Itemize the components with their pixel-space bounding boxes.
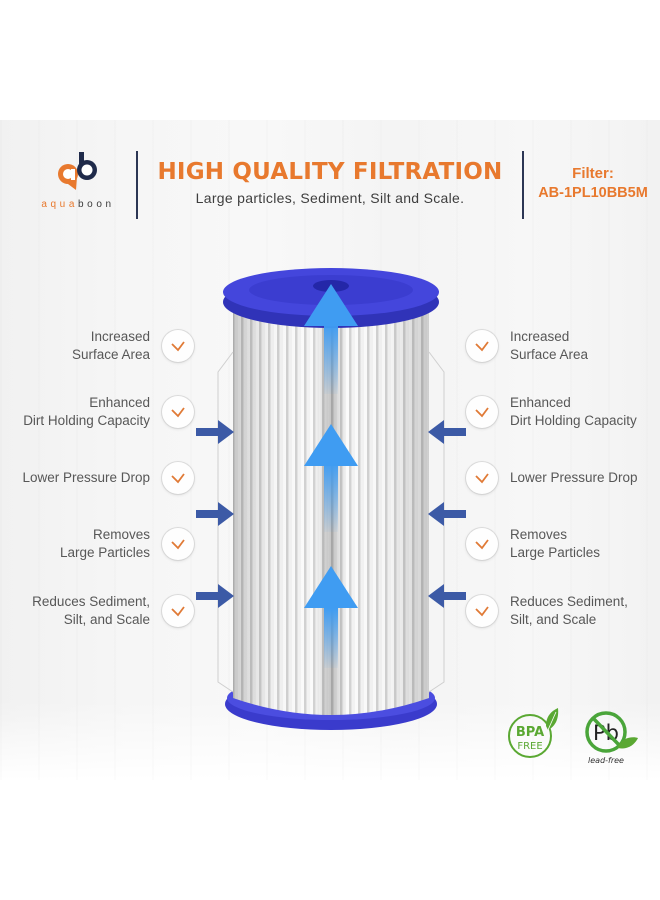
inflow-arrow-icon (428, 502, 466, 526)
checkmark-icon (466, 595, 498, 627)
checkmark-icon (466, 462, 498, 494)
bpa-free-badge: BPA FREE (506, 706, 560, 760)
feature-text: Lower Pressure Drop (510, 470, 638, 485)
subheadline: Large particles, Sediment, Silt and Scal… (195, 190, 465, 206)
checkmark-icon (162, 528, 194, 560)
filter-cartridge-image (217, 268, 445, 730)
filter-model: AB-1PL10BB5M (538, 185, 648, 201)
feature-item: Reduces Sediment,Silt, and Scale (466, 593, 628, 629)
svg-text:BPA: BPA (516, 725, 544, 740)
checkmark-icon (162, 396, 194, 428)
feature-item: Lower Pressure Drop (22, 462, 194, 494)
inflow-arrow-icon (196, 502, 234, 526)
header-divider (136, 151, 138, 219)
feature-item: Reduces Sediment,Silt, and Scale (32, 593, 194, 629)
brand-name-suffix: boon (78, 199, 115, 210)
header: aquaboon HIGH QUALITY FILTRATION Large p… (0, 145, 660, 225)
lead-free-badge: Pb lead-free (580, 708, 642, 768)
brand-name: aquaboon (32, 199, 124, 210)
svg-text:lead-free: lead-free (588, 756, 624, 765)
headline: HIGH QUALITY FILTRATION (157, 159, 503, 185)
brand-logo: aquaboon (32, 145, 124, 225)
filter-label: Filter: (572, 165, 614, 182)
inflow-arrow-icon (428, 420, 466, 444)
inflow-arrow-icon (196, 584, 234, 608)
checkmark-icon (162, 330, 194, 362)
checkmark-icon (162, 595, 194, 627)
feature-item: Lower Pressure Drop (466, 462, 638, 494)
lead-free-icon: Pb lead-free (585, 711, 638, 765)
bpa-free-icon: BPA FREE (508, 708, 559, 758)
checkmark-icon (466, 396, 498, 428)
brand-name-prefix: aqua (41, 199, 78, 210)
feature-text: Reduces Sediment,Silt, and Scale (32, 594, 150, 627)
header-divider (522, 151, 524, 219)
inflow-arrow-icon (196, 420, 234, 444)
inflow-arrow-icon (428, 584, 466, 608)
aquaboon-logo-icon (58, 152, 97, 190)
checkmark-icon (466, 330, 498, 362)
checkmark-icon (162, 462, 194, 494)
checkmark-icon (466, 528, 498, 560)
feature-text: Lower Pressure Drop (22, 470, 150, 485)
feature-text: Reduces Sediment,Silt, and Scale (510, 594, 628, 627)
svg-text:FREE: FREE (517, 741, 542, 752)
